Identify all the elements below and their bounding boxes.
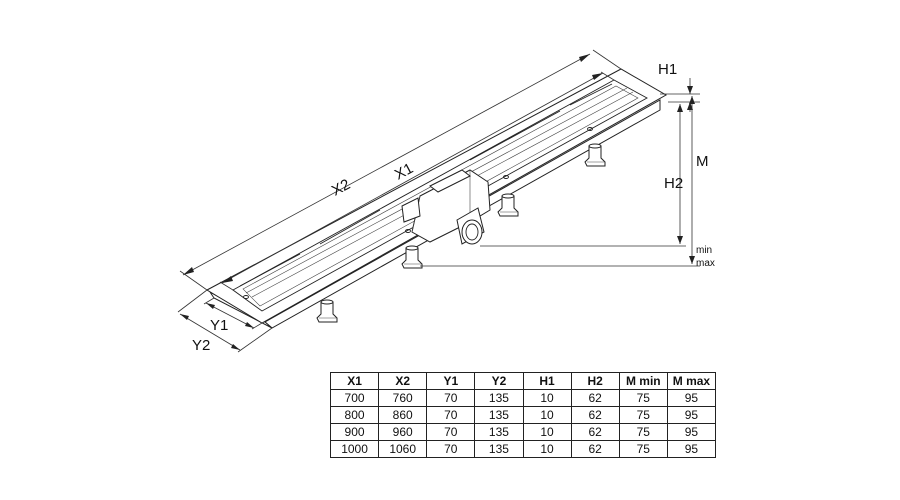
min-label: min (696, 245, 712, 256)
table-cell: 95 (666, 423, 717, 441)
dimension-y2: Y2 (177, 289, 273, 354)
table-cell: 10 (522, 423, 572, 441)
table-row: 700 760 70 135 10 62 75 95 (329, 389, 717, 407)
table-cell: 10 (522, 440, 572, 458)
table-header-row: X1 X2 Y1 Y2 H1 H2 M min M max (329, 372, 717, 390)
column-header: H2 (570, 372, 620, 390)
table-cell: 1060 (378, 440, 428, 458)
table-cell: 75 (618, 440, 668, 458)
table-row: 800 860 70 135 10 62 75 95 (329, 406, 717, 424)
max-label: max (696, 258, 715, 269)
m-label: M (696, 153, 709, 170)
column-header: M max (666, 372, 717, 390)
table-cell: 95 (666, 440, 717, 458)
table-cell: 760 (378, 389, 428, 407)
column-header: H1 (522, 372, 572, 390)
table-cell: 135 (474, 389, 524, 407)
x1-label: X1 (392, 160, 416, 184)
table-cell: 62 (570, 440, 620, 458)
table-cell: 800 (329, 406, 380, 424)
table-cell: 960 (378, 423, 428, 441)
column-header: Y1 (426, 372, 476, 390)
dimension-x1: X1 (219, 71, 615, 291)
channel-inner-rim (232, 79, 648, 312)
table-cell: 62 (570, 423, 620, 441)
mount-holes (243, 127, 593, 299)
table-cell: 95 (666, 389, 717, 407)
table-cell: 860 (378, 406, 428, 424)
h2-label: H2 (664, 175, 683, 192)
table-cell: 70 (426, 389, 476, 407)
column-header: M min (618, 372, 668, 390)
table-cell: 62 (570, 389, 620, 407)
table-cell: 75 (618, 406, 668, 424)
outlet-pipe (461, 219, 483, 245)
dimension-heights: H1 H2 M min max (420, 61, 715, 269)
table-cell: 70 (426, 406, 476, 424)
table-cell: 135 (474, 440, 524, 458)
dimension-x2: X2 (179, 49, 622, 291)
foot (316, 299, 338, 323)
y2-label: Y2 (192, 337, 210, 354)
table-row: 1000 1060 70 135 10 62 75 95 (329, 440, 717, 458)
table-cell: 75 (618, 423, 668, 441)
table-cell: 62 (570, 406, 620, 424)
table-cell: 1000 (329, 440, 380, 458)
column-header: X1 (329, 372, 380, 390)
column-header: X2 (378, 372, 428, 390)
table-cell: 10 (522, 406, 572, 424)
table-cell: 135 (474, 406, 524, 424)
dimensions-table: X1 X2 Y1 Y2 H1 H2 M min M max 700 760 70… (329, 372, 717, 458)
dimension-y1: Y1 (203, 297, 263, 334)
column-header: Y2 (474, 372, 524, 390)
table-cell: 75 (618, 389, 668, 407)
outlet-siphon (401, 169, 491, 245)
table-cell: 70 (426, 423, 476, 441)
table-cell: 70 (426, 440, 476, 458)
table-cell: 135 (474, 423, 524, 441)
table-cell: 700 (329, 389, 380, 407)
table-row: 900 960 70 135 10 62 75 95 (329, 423, 717, 441)
table-cell: 95 (666, 406, 717, 424)
table-cell: 10 (522, 389, 572, 407)
table-cell: 900 (329, 423, 380, 441)
y1-label: Y1 (210, 317, 228, 334)
x2-label: X2 (329, 176, 353, 200)
h1-label: H1 (658, 61, 677, 78)
